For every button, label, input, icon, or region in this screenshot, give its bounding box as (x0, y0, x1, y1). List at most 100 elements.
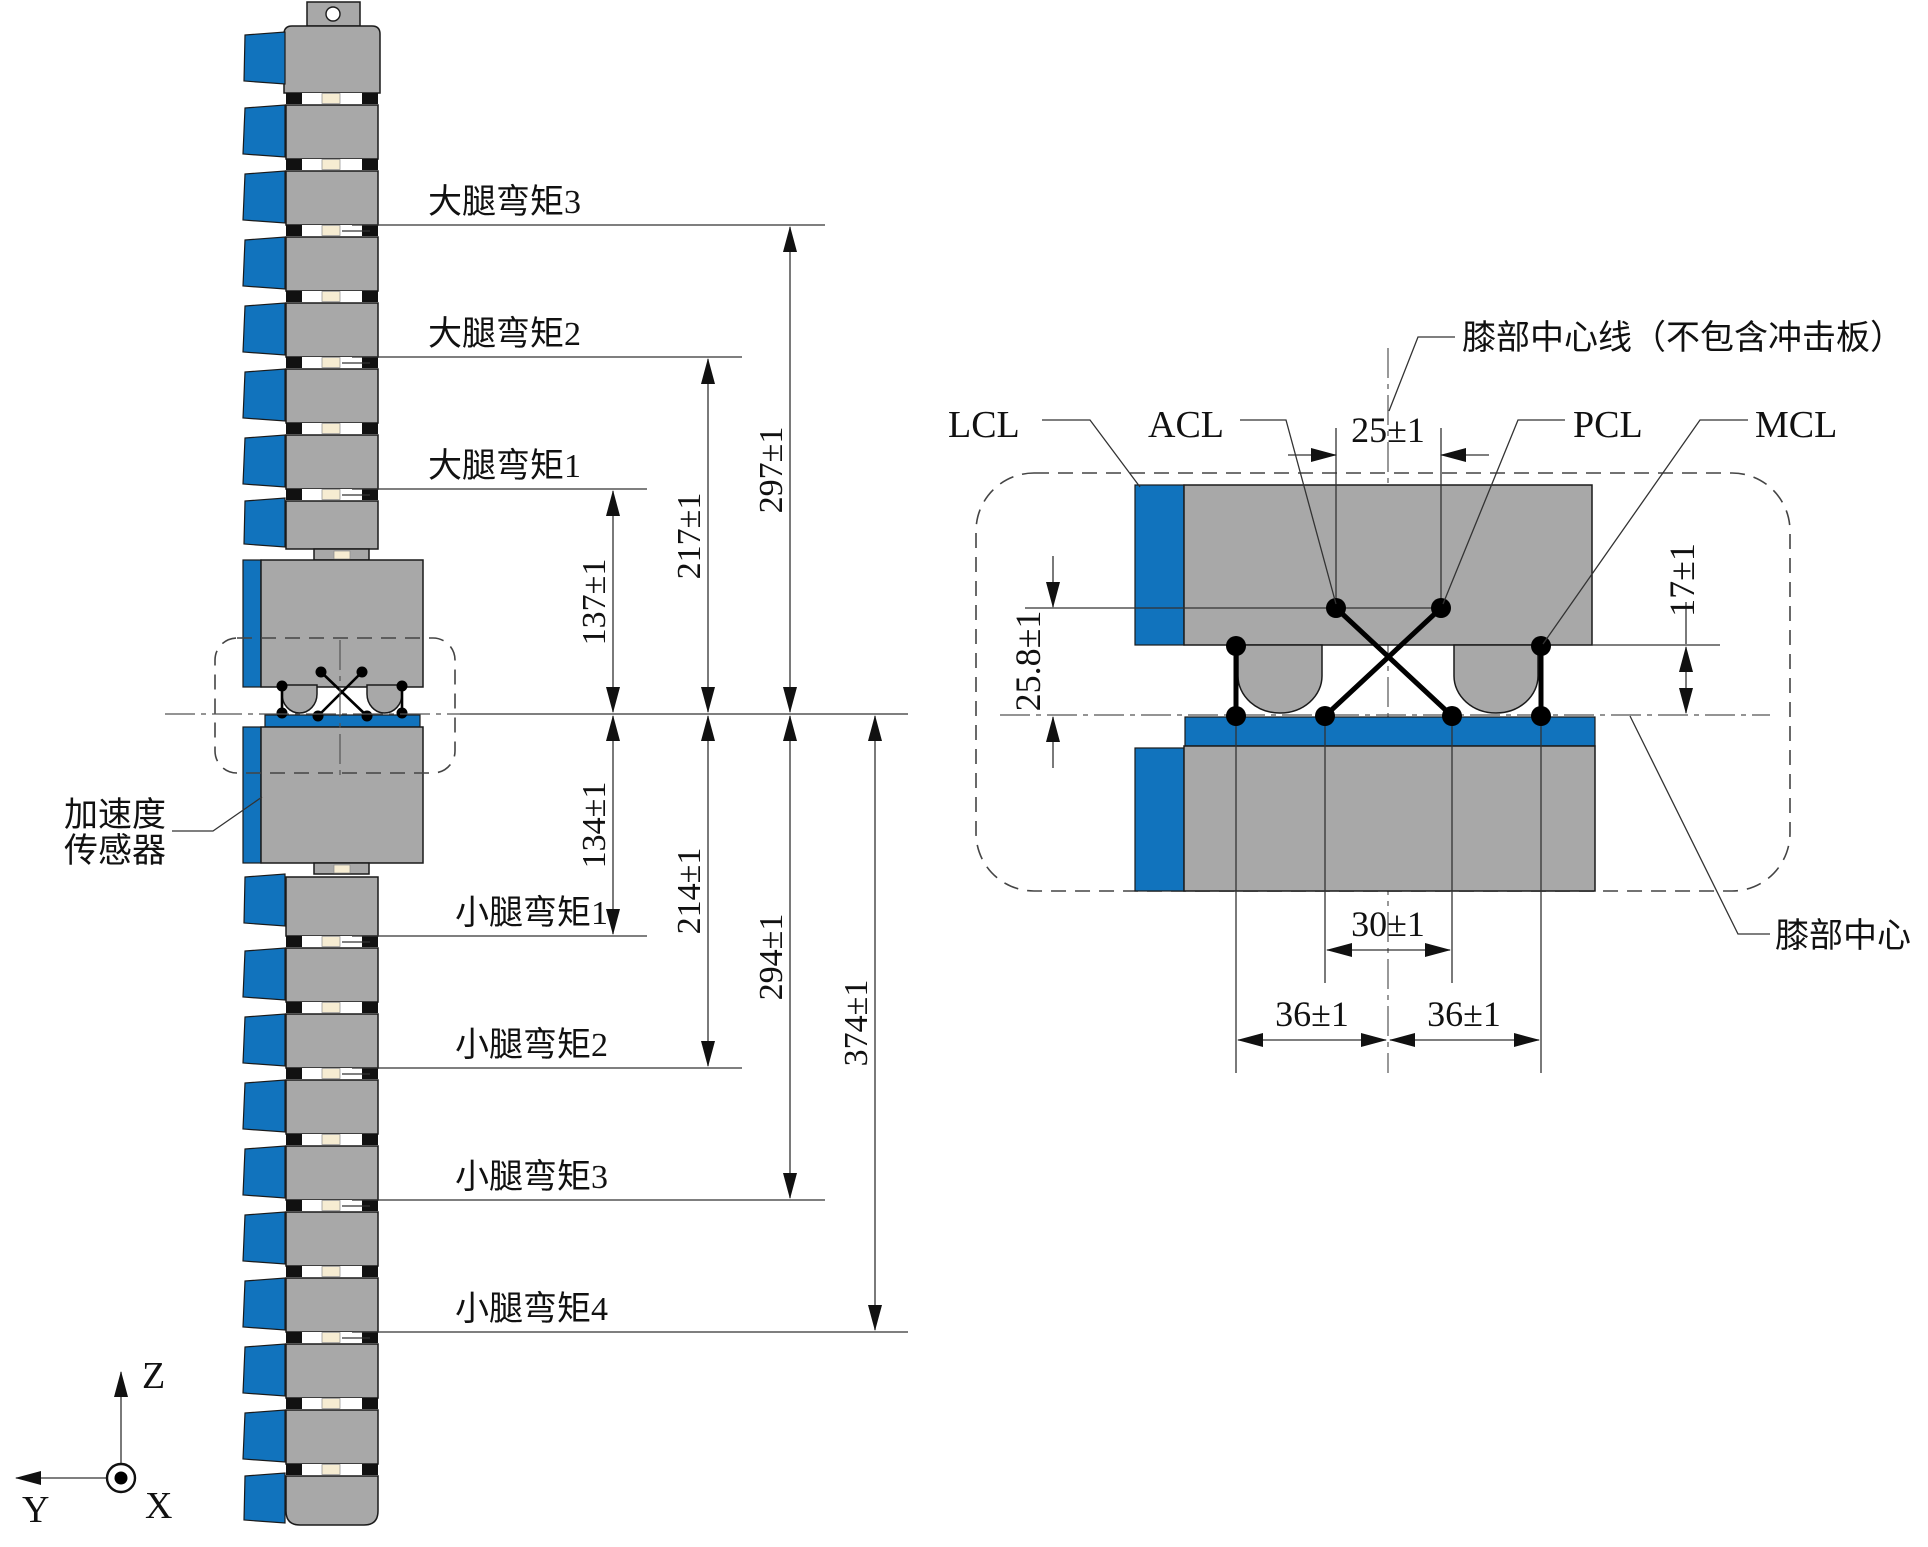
ligament-dot (1226, 706, 1246, 726)
knee-detail-callout-box (214, 637, 456, 774)
dim-text-134: 134±1 (576, 782, 613, 869)
tibia-moment-1-label: 小腿弯矩1 (455, 894, 608, 932)
pcl-label: PCL (1573, 404, 1643, 446)
left-annotations: 大腿弯矩3 大腿弯矩2 大腿弯矩1 小腿弯矩1 小腿弯矩2 小腿弯矩3 小腿弯矩… (64, 183, 908, 1333)
accelerometer-label-line1: 加速度 (64, 796, 166, 834)
mcl-label: MCL (1755, 404, 1837, 446)
top-cap-block (283, 25, 381, 94)
ligament-dot (1442, 706, 1462, 726)
tab-hole (325, 6, 341, 22)
dim-text-297: 297±1 (753, 427, 790, 514)
leg-segment (242, 1277, 379, 1333)
condyle (281, 684, 318, 714)
mounting-tab (243, 1, 381, 94)
flesh-segment (243, 497, 286, 548)
leg-segment (242, 236, 379, 292)
ligament-dot (276, 707, 288, 719)
leg-segment (242, 434, 379, 490)
leg-segment (242, 1211, 379, 1267)
ligament-dot (312, 710, 324, 722)
pcl-leader (1442, 419, 1565, 605)
tibia-knee-block (260, 726, 424, 864)
x-axis-dot (114, 1471, 128, 1485)
mcl-attachment-dot (1531, 636, 1551, 656)
segment-joint (285, 1463, 379, 1476)
leg-segment (242, 1145, 379, 1201)
lcl-label: LCL (948, 404, 1020, 446)
segment-joint (285, 1133, 379, 1146)
connector-core (333, 864, 351, 874)
leg-segment (242, 1079, 379, 1135)
knee-centerline-label: 膝部中心线（不包含冲击板） (1462, 319, 1904, 357)
segment-joint (285, 92, 379, 105)
leg-segment (242, 368, 379, 424)
tibia-knee-flesh (242, 726, 262, 864)
leg-segment (242, 302, 379, 358)
flesh-segment (243, 873, 286, 927)
x-axis-label: X (145, 1485, 172, 1527)
accelerometer-leader (172, 796, 263, 832)
y-axis-label: Y (22, 1489, 49, 1531)
segment-joint (285, 1397, 379, 1410)
dim-text-217: 217±1 (671, 493, 708, 580)
ligament-dot (276, 680, 288, 692)
segment-joint (285, 290, 379, 303)
condyle (1237, 644, 1323, 714)
dim-text-374: 374±1 (838, 980, 875, 1067)
pcl-attachment-dot (1431, 598, 1451, 618)
ligament-dot (396, 707, 408, 719)
left-leg-assembly (214, 1, 456, 1526)
tibia-moment-3-label: 小腿弯矩3 (455, 1158, 608, 1196)
thigh-segments (242, 92, 379, 550)
leg-segment (285, 500, 379, 550)
leg-segment (242, 170, 379, 226)
leg-segment (242, 1343, 379, 1399)
acl-ligament-line (1333, 605, 1455, 719)
lcl-attachment-dot (1226, 636, 1246, 656)
femur-block (1183, 484, 1593, 646)
acl-leader (1240, 419, 1337, 605)
knee-center-leader (1629, 715, 1770, 935)
dim-text-30: 30±1 (1351, 904, 1425, 944)
femur-flesh-strip (1134, 484, 1185, 646)
dim-text-294: 294±1 (753, 914, 790, 1001)
ligament-dot (361, 710, 373, 722)
tibia-flesh-strip (1134, 747, 1185, 892)
right-annotations: 25±1 25.8±1 17±1 30±1 36±1 36±1 LCL ACL … (948, 319, 1911, 1047)
dim-text-258: 25.8±1 (1008, 611, 1048, 712)
condyle (1453, 644, 1539, 714)
dim-text-36-right: 36±1 (1427, 994, 1501, 1034)
pcl-ligament-line (1322, 605, 1444, 719)
connector-core (333, 550, 351, 560)
mcl-leader (1542, 419, 1748, 645)
lcl-leader (1042, 419, 1141, 488)
ligament-dot (1315, 706, 1335, 726)
z-axis-label: Z (142, 1355, 165, 1397)
shin-segments (242, 873, 379, 1526)
acl-ligament-line (319, 670, 369, 718)
femur-moment-2-label: 大腿弯矩2 (428, 315, 581, 353)
leg-segment (242, 1409, 379, 1465)
segment-joint (285, 158, 379, 171)
acl-label: ACL (1148, 404, 1224, 446)
tibia-moment-2-label: 小腿弯矩2 (455, 1026, 608, 1064)
ligament-dot (1531, 706, 1551, 726)
knee-centerline-leader (1388, 336, 1455, 412)
flesh-segment (243, 31, 286, 85)
right-knee-detail (975, 348, 1791, 1073)
dim-text-137: 137±1 (576, 559, 613, 646)
leg-segment-bottom (285, 1475, 379, 1526)
leg-segment (242, 1013, 379, 1069)
ligament-dot (315, 666, 327, 678)
coordinate-axes: Z Y X (15, 1355, 172, 1531)
tibia-plate (264, 714, 421, 728)
femur-knee-flesh (242, 559, 262, 688)
dim-text-25: 25±1 (1351, 410, 1425, 450)
knee-detail-boundary (975, 472, 1791, 892)
femur-moment-3-label: 大腿弯矩3 (428, 183, 581, 221)
knee-center-label: 膝部中心 (1775, 917, 1911, 955)
dim-text-36-left: 36±1 (1275, 994, 1349, 1034)
accelerometer-callout: 加速度 传感器 (64, 796, 263, 870)
flesh-segment (243, 1472, 286, 1524)
